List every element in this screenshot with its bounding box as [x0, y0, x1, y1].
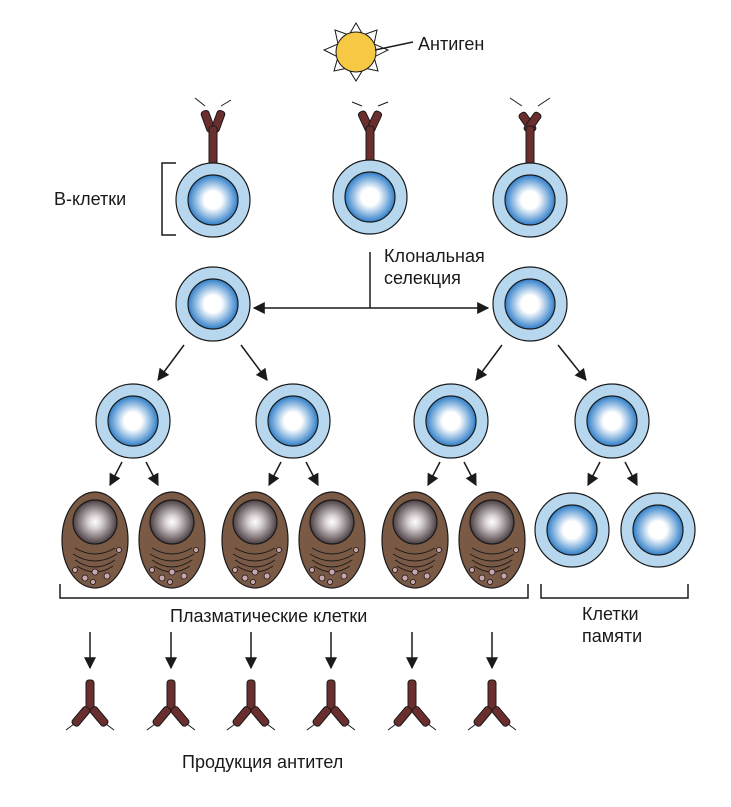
memory-cells-label-line1: Клетки [582, 604, 639, 624]
plasma-cells-bracket [59, 584, 529, 599]
antibody-icon [387, 679, 437, 731]
plasma-cell [61, 491, 129, 589]
b-cells-bracket [161, 162, 176, 236]
clonal-selection-label-line1: Клональная [384, 246, 485, 266]
antigen-pointer-line [374, 41, 414, 51]
b-cell-with-receptor-2 [332, 101, 408, 235]
division-arrow [557, 344, 587, 381]
antibody-icon [226, 679, 276, 731]
plasma-cell [298, 491, 366, 589]
plasma-cell [381, 491, 449, 589]
b-cell-level3-3 [413, 383, 489, 459]
plasma-cell [458, 491, 526, 589]
b-cell-with-receptor-1 [175, 97, 251, 238]
clonal-selection-label-line2: селекция [384, 268, 461, 288]
division-arrows-level3 [109, 461, 638, 487]
antigen-label: Антиген [418, 34, 484, 54]
b-cell-level3-1 [95, 383, 171, 459]
antibody-icon [467, 679, 517, 731]
antibody-icon [65, 679, 115, 731]
antibody-icon [306, 679, 356, 731]
division-arrow [240, 344, 268, 381]
b-cell-level3-4 [574, 383, 650, 459]
b-cell-level2-left [175, 266, 251, 342]
antibody-production-label: Продукция антител [182, 752, 343, 772]
memory-cells-bracket [540, 584, 689, 599]
production-arrows [84, 632, 498, 670]
plasma-cells-label: Плазматические клетки [170, 606, 367, 626]
division-arrow [157, 344, 185, 381]
memory-cell-1 [534, 492, 610, 568]
b-cell-level3-2 [255, 383, 331, 459]
b-cells-label: B-клетки [54, 189, 126, 209]
memory-cell-2 [620, 492, 696, 568]
b-cell-level2-right [492, 266, 568, 342]
division-arrow [475, 344, 503, 381]
antibody-icon [146, 679, 196, 731]
plasma-cell [221, 491, 289, 589]
antigen-icon [322, 22, 390, 82]
b-cell-with-receptor-3 [492, 97, 568, 238]
memory-cells-label-line2: памяти [582, 626, 642, 646]
plasma-cell [138, 491, 206, 589]
